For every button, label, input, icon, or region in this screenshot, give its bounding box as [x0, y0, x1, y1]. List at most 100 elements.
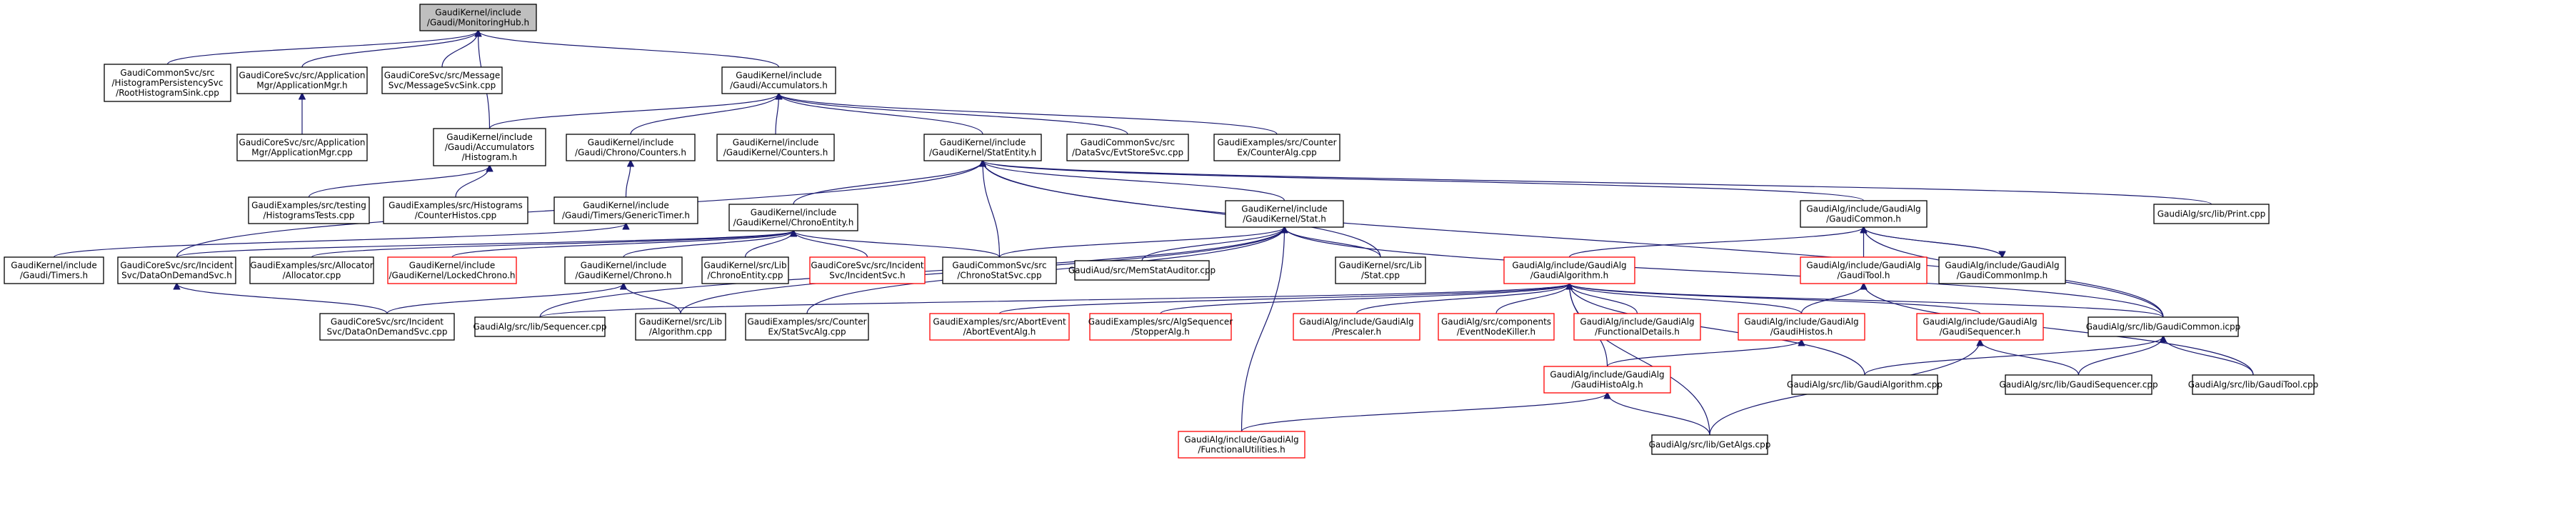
node-box	[319, 313, 455, 341]
graph-node-stat-cpp[interactable]: GaudiKernel/src/Lib/Stat.cpp	[1335, 256, 1426, 284]
graph-node-roothist[interactable]: GaudiCommonSvc/src/HistogramPersistencyS…	[104, 64, 231, 102]
graph-node-msgsink[interactable]: GaudiCoreSvc/src/MessageSvc/MessageSvcSi…	[381, 66, 503, 94]
graph-node-counteralg[interactable]: GaudiExamples/src/CounterEx/CounterAlg.c…	[1213, 134, 1340, 161]
dependency-edge	[779, 94, 1128, 135]
graph-node-monhub[interactable]: GaudiKernel/include/Gaudi/MonitoringHub.…	[419, 4, 537, 31]
dependency-edge	[983, 161, 1001, 258]
node-label-line: /CounterHistos.cpp	[415, 211, 497, 221]
graph-node-histogram[interactable]: GaudiKernel/include/Gaudi/Accumulators/H…	[433, 128, 546, 166]
node-label-line: GaudiAlg/src/lib/GaudiAlgorithm.cpp	[1787, 380, 1943, 390]
graph-node-appmgr-cpp[interactable]: GaudiCoreSvc/src/ApplicationMgr/Applicat…	[236, 134, 368, 161]
node-box	[923, 134, 1042, 161]
graph-node-incidentsvc-h[interactable]: GaudiCoreSvc/src/IncidentSvc/IncidentSvc…	[809, 256, 926, 284]
node-box	[1800, 256, 1928, 284]
graph-node-gauditool-cpp[interactable]: GaudiAlg/src/lib/GaudiTool.cpp	[2188, 374, 2318, 395]
dependency-edge	[166, 31, 478, 65]
dependency-edge	[176, 231, 794, 258]
graph-node-print[interactable]: GaudiAlg/src/lib/Print.cpp	[2153, 204, 2270, 224]
graph-node-chronoentity[interactable]: GaudiKernel/include/GaudiKernel/ChronoEn…	[728, 204, 858, 231]
graph-node-statsvcalg[interactable]: GaudiExamples/src/CounterEx/StatSvcAlg.c…	[745, 313, 869, 341]
graph-node-functionaldetails[interactable]: GaudiAlg/include/GaudiAlg/FunctionalDeta…	[1573, 313, 1701, 341]
graph-node-gaudihistoalg[interactable]: GaudiAlg/include/GaudiAlg/GaudiHistoAlg.…	[1543, 366, 1671, 394]
graph-node-eventnodekiller[interactable]: GaudiAlg/src/components/EventNodeKiller.…	[1438, 313, 1555, 341]
node-label-line: GaudiAlg/include/GaudiAlg	[1512, 261, 1626, 271]
node-label-line: Svc/DataOnDemandSvc.cpp	[327, 327, 448, 337]
graph-node-memstat[interactable]: GaudiAud/src/MemStatAuditor.cpp	[1068, 260, 1216, 281]
graph-node-gaudisequencer-h[interactable]: GaudiAlg/include/GaudiAlg/GaudiSequencer…	[1916, 313, 2044, 341]
graph-node-stopperalg[interactable]: GaudiExamples/src/AlgSequencer/StopperAl…	[1088, 313, 1233, 341]
graph-node-gaudicommon-h[interactable]: GaudiAlg/include/GaudiAlg/GaudiCommon.h	[1800, 200, 1928, 228]
graph-node-histtests[interactable]: GaudiExamples/src/testing/HistogramsTest…	[248, 196, 370, 224]
graph-node-chronoentity-cpp[interactable]: GaudiKernel/src/Lib/ChronoEntity.cpp	[701, 256, 789, 284]
node-label-line: GaudiKernel/include	[1241, 204, 1327, 214]
graph-node-accum[interactable]: GaudiKernel/include/Gaudi/Accumulators.h	[721, 66, 836, 94]
graph-node-allocator[interactable]: GaudiExamples/src/Allocator/Allocator.cp…	[249, 256, 374, 284]
dependency-edge	[1241, 227, 1285, 432]
node-label-line: /GaudiKernel/StatEntity.h	[929, 148, 1036, 158]
dependency-edge	[623, 231, 793, 258]
graph-node-functionalutilities[interactable]: GaudiAlg/include/GaudiAlg/FunctionalUtil…	[1178, 431, 1305, 459]
node-box	[1293, 313, 1420, 341]
dependency-edge	[630, 94, 779, 135]
graph-node-evtstore[interactable]: GaudiCommonSvc/src/DataSvc/EvtStoreSvc.c…	[1066, 134, 1189, 161]
node-label-line: /Gaudi/Timers/GenericTimer.h	[562, 211, 690, 221]
node-label-line: GaudiKernel/src/Lib	[703, 261, 786, 271]
graph-node-sequencer-cpp[interactable]: GaudiAlg/src/lib/Sequencer.cpp	[473, 316, 607, 337]
graph-node-dataondemand-cpp[interactable]: GaudiCoreSvc/src/IncidentSvc/DataOnDeman…	[319, 313, 455, 341]
graph-node-algorithm-cpp[interactable]: GaudiKernel/src/Lib/Algorithm.cpp	[635, 313, 726, 341]
graph-node-counterhistos[interactable]: GaudiExamples/src/Histograms/CounterHist…	[383, 196, 528, 224]
dependency-edge	[1570, 284, 1803, 314]
node-box	[728, 204, 858, 231]
edge-layer	[53, 31, 2254, 436]
node-label-line: GaudiAud/src/MemStatAuditor.cpp	[1068, 266, 1216, 276]
graph-node-generictimer[interactable]: GaudiKernel/include/Gaudi/Timers/Generic…	[553, 196, 698, 224]
graph-node-gauditool-h[interactable]: GaudiAlg/include/GaudiAlg/GaudiTool.h	[1800, 256, 1928, 284]
node-box	[383, 196, 528, 224]
graph-node-gaudicommonimp[interactable]: GaudiAlg/include/GaudiAlg/GaudiCommonImp…	[1938, 256, 2066, 284]
node-label-line: GaudiAlg/src/lib/GetAlgs.cpp	[1649, 440, 1771, 450]
node-box	[433, 128, 546, 166]
dependency-edge	[793, 231, 868, 258]
graph-node-aborteventalg[interactable]: GaudiExamples/src/AbortEvent/AbortEventA…	[929, 313, 1070, 341]
node-label-line: /GaudiKernel/LockedChrono.h	[389, 271, 515, 281]
graph-node-gaudisequencer-cpp[interactable]: GaudiAlg/src/lib/GaudiSequencer.cpp	[1999, 374, 2158, 395]
graph-node-dataondemand-h[interactable]: GaudiCoreSvc/src/IncidentSvc/DataOnDeman…	[117, 256, 236, 284]
node-box	[1651, 434, 1768, 455]
graph-node-gaudihistos[interactable]: GaudiAlg/include/GaudiAlg/GaudiHistos.h	[1738, 313, 1865, 341]
graph-node-gaudicommon-icpp[interactable]: GaudiAlg/src/lib/GaudiCommon.icpp	[2086, 316, 2241, 337]
node-label-line: Mgr/ApplicationMgr.cpp	[251, 148, 352, 158]
graph-node-gaudialgorithm-h[interactable]: GaudiAlg/include/GaudiAlg/GaudiAlgorithm…	[1503, 256, 1635, 284]
graph-node-gaudialgorithm-cpp[interactable]: GaudiAlg/src/lib/GaudiAlgorithm.cpp	[1787, 374, 1943, 395]
node-label-line: GaudiAlg/src/lib/GaudiTool.cpp	[2188, 380, 2318, 390]
graph-node-lockedchrono[interactable]: GaudiKernel/include/GaudiKernel/LockedCh…	[387, 256, 517, 284]
node-box	[1916, 313, 2044, 341]
dependency-edge	[455, 166, 490, 198]
graph-node-appmgr-h[interactable]: GaudiCoreSvc/src/ApplicationMgr/Applicat…	[236, 66, 368, 94]
dependency-edge	[983, 161, 1286, 201]
node-box	[117, 256, 236, 284]
dependency-edge	[779, 94, 983, 135]
node-label-line: /GaudiCommonImp.h	[1957, 271, 2048, 281]
node-box	[2088, 316, 2239, 337]
node-label-line: GaudiCoreSvc/src/Application	[239, 138, 366, 148]
graph-node-prescaler[interactable]: GaudiAlg/include/GaudiAlg/Prescaler.h	[1293, 313, 1420, 341]
graph-node-chronocounters[interactable]: GaudiKernel/include/Gaudi/Chrono/Counter…	[566, 134, 696, 161]
graph-node-getalgs[interactable]: GaudiAlg/src/lib/GetAlgs.cpp	[1649, 434, 1771, 455]
dependency-edge	[1568, 227, 1864, 258]
node-box	[1738, 313, 1865, 341]
node-label-line: /GaudiHistos.h	[1770, 327, 1833, 337]
dependency-edge	[623, 284, 681, 314]
graph-node-chrono-h[interactable]: GaudiKernel/include/GaudiKernel/Chrono.h	[564, 256, 683, 284]
node-label-line: GaudiExamples/src/Histograms	[389, 201, 523, 211]
graph-node-counters[interactable]: GaudiKernel/include/GaudiKernel/Counters…	[716, 134, 835, 161]
graph-node-statentity[interactable]: GaudiKernel/include/GaudiKernel/StatEnti…	[923, 134, 1042, 161]
node-label-line: GaudiKernel/include	[446, 132, 532, 142]
dependency-edge	[983, 161, 2212, 205]
graph-node-chronostat[interactable]: GaudiCommonSvc/src/ChronoStatSvc.cpp	[942, 256, 1057, 284]
node-box	[721, 66, 836, 94]
graph-node-timers[interactable]: GaudiKernel/include/Gaudi/Timers.h	[4, 256, 104, 284]
dependency-edge	[2078, 336, 2164, 376]
node-box	[4, 256, 104, 284]
node-box	[381, 66, 503, 94]
graph-node-stat-h[interactable]: GaudiKernel/include/GaudiKernel/Stat.h	[1225, 200, 1344, 228]
